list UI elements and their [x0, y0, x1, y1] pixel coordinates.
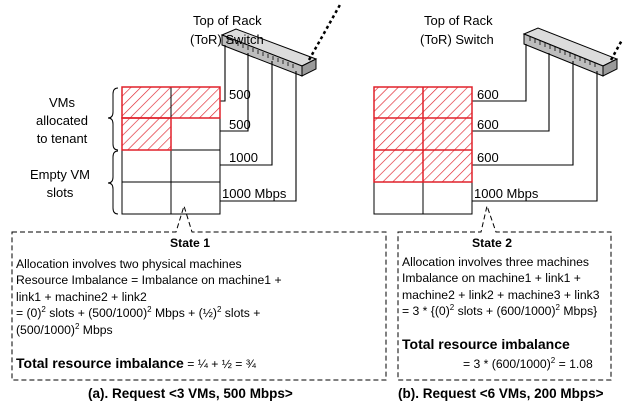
link-label-3: 1000: [229, 150, 258, 165]
right-panel: Top of Rack (ToR) Switch 600 600 600 100…: [373, 13, 623, 381]
state2-explanation: Allocation involves three machines Imbal…: [402, 254, 600, 320]
empty-label-line2: slots: [47, 185, 74, 200]
vms-brace: [107, 87, 119, 151]
uplink-dashed: [307, 2, 343, 61]
empty-label-line1: Empty VM: [30, 167, 90, 182]
empty-brace: [107, 150, 119, 215]
links-2: [472, 44, 598, 202]
link-label-r4: 1000 Mbps: [474, 186, 539, 201]
link-label-r3: 600: [477, 150, 499, 165]
tor-switch-icon: [220, 28, 318, 77]
state2-total-value: = 3 * (600/1000)2 = 1.08: [463, 355, 593, 371]
vms-label-line3: to tenant: [37, 131, 88, 146]
uplink-dashed-2: [609, 39, 623, 61]
link-label-r1: 600: [477, 87, 499, 102]
vms-label-line2: allocated: [36, 113, 88, 128]
switch-label-line1-2: Top of Rack: [424, 13, 493, 28]
caption-a: (a). Request <3 VMs, 500 Mbps>: [88, 386, 293, 401]
state1-line3: link1 + machine2 + link2: [16, 289, 147, 304]
server-rack-grid-2: [373, 86, 473, 215]
state1-line4: = (0)2 slots + (500/1000)2 Mbps + (½)2 s…: [16, 305, 261, 321]
state2-line3: machine2 + link2 + machine3 + link3: [402, 287, 600, 302]
state2-line4: = 3 * {(0)2 slots + (600/1000)2 Mbps}: [402, 303, 598, 319]
state2-title: State 2: [472, 236, 512, 250]
state2-line1: Allocation involves three machines: [402, 255, 589, 269]
caption-b: (b). Request <6 VMs, 200 Mbps>: [398, 386, 604, 401]
state1-line5: (500/1000)2 Mbps: [16, 321, 113, 337]
link-label-2: 500: [229, 117, 251, 132]
state2-line2: Imbalance on machine1 + link1 +: [402, 271, 581, 286]
state1-title: State 1: [170, 236, 210, 250]
vms-label-line1: VMs: [49, 95, 76, 110]
state1-line1: Allocation involves two physical machine…: [16, 257, 242, 271]
server-rack-grid: [121, 86, 221, 215]
link-label-1: 500: [229, 87, 251, 102]
state1-callout: [11, 204, 387, 381]
switch-label-line2-2: (ToR) Switch: [420, 32, 494, 47]
left-panel: Top of Rack (ToR) Switch VMs allocated t…: [11, 2, 387, 381]
tor-switch-icon-2: [522, 27, 619, 77]
link-label-4: 1000 Mbps: [222, 186, 287, 201]
state1-total: Total resource imbalance = ¼ + ½ = ¾: [16, 355, 256, 371]
switch-label-line2: (ToR) Switch: [190, 32, 264, 47]
state1-explanation: Allocation involves two physical machine…: [16, 256, 282, 338]
switch-label-line1: Top of Rack: [193, 13, 262, 28]
links: [220, 45, 297, 202]
link-label-r2: 600: [477, 117, 499, 132]
state1-line2: Resource Imbalance = Imbalance on machin…: [16, 273, 282, 288]
state2-callout: [397, 204, 612, 381]
state2-total-label: Total resource imbalance: [402, 336, 570, 352]
